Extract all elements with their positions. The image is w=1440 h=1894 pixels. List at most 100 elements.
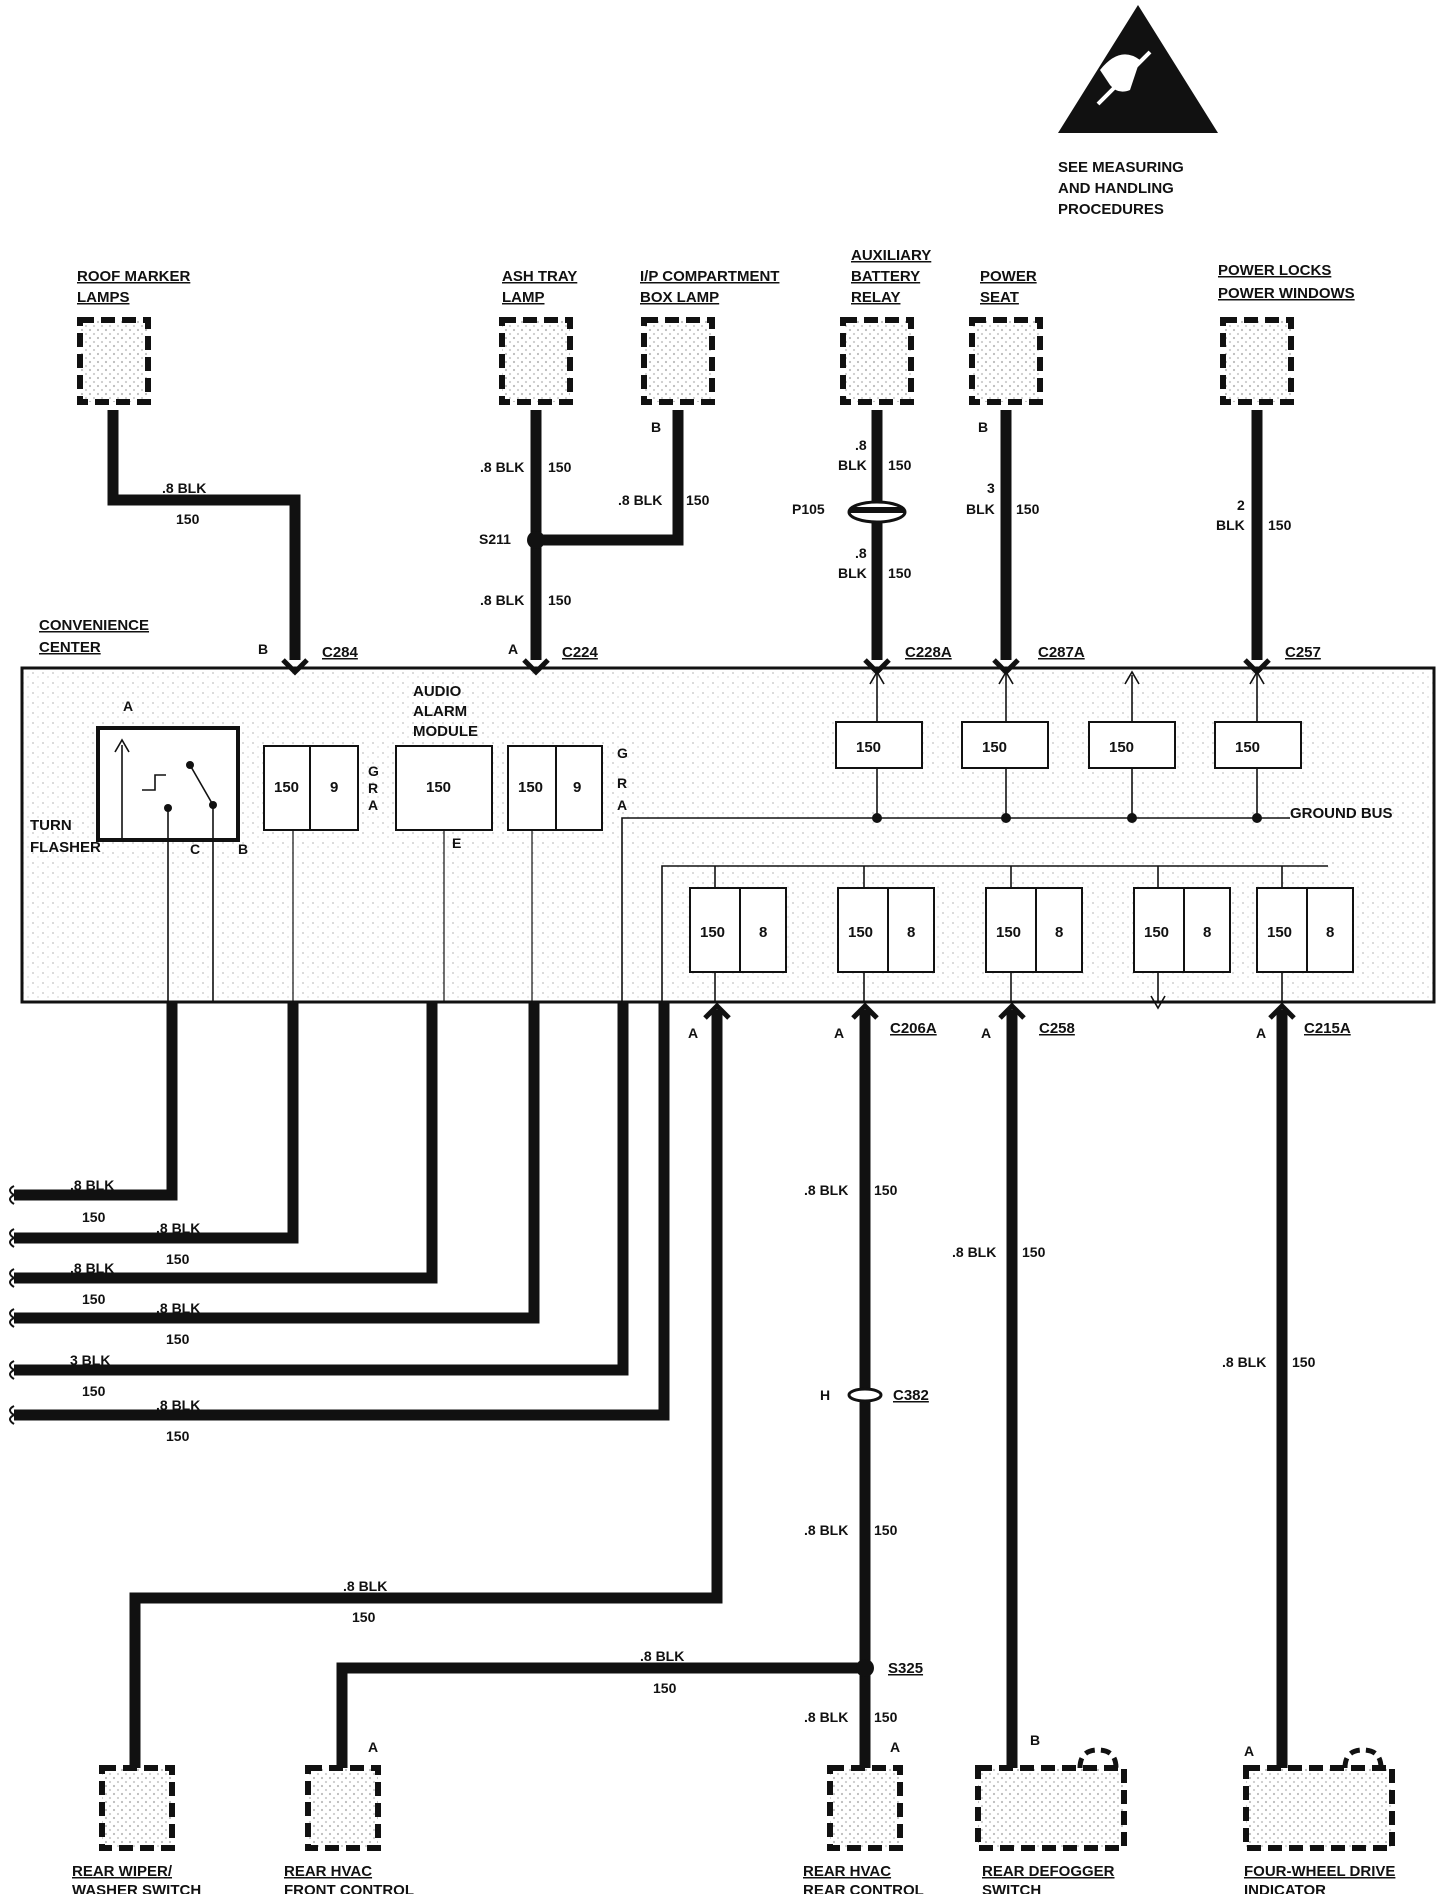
wire-label: .8 BLK [1222,1354,1266,1370]
wire-label: .8 BLK [156,1300,200,1316]
wire-label: 150 [653,1680,677,1696]
cell-label: 8 [1326,924,1334,941]
pin-label: A [617,797,627,813]
convenience-center: A TURN FLASHER C B 150 9 G R A AUDIO ALA… [20,666,1436,1010]
wire-label: .8 BLK [343,1578,387,1594]
audio-alarm-label-2: ALARM [413,703,467,720]
lower-relay-row: 150 8 150 8 150 8 150 8 150 8 [661,865,1354,1010]
pin-label: R [368,780,378,796]
wire-label: .8 BLK [804,1709,848,1725]
wire-label: 150 [166,1331,190,1347]
pin-label: A [1244,1743,1254,1759]
splice-s211 [527,531,545,549]
pin-label: C [190,841,200,857]
turn-flasher-label-1: TURN [30,817,72,834]
ip-box [641,317,715,405]
power-seat-label-1: POWER [980,268,1037,285]
pin-label: G [617,745,628,761]
cell-label: 150 [518,779,543,796]
c215a-label: C215A [1304,1020,1351,1037]
c228a-label: C228A [905,644,952,661]
power-locks-label-2: POWER WINDOWS [1218,285,1355,302]
four-wheel-label-1: FOUR-WHEEL DRIVE [1244,1863,1395,1880]
power-seat-label-2: SEAT [980,289,1019,306]
splice-s325 [856,1659,874,1677]
pin-label: B [258,641,268,657]
esd-line-3: PROCEDURES [1058,201,1164,218]
pin-label: E [452,835,461,851]
aux-box [840,317,914,405]
wire-label: .8 BLK [640,1648,684,1664]
aux-battery-relay: AUXILIARY BATTERY RELAY [840,247,931,405]
convenience-center-label-1: CONVENIENCE [39,617,149,634]
rear-defogger-switch: B REAR DEFOGGER SWITCH [975,1732,1127,1894]
c257-label: C257 [1285,644,1321,661]
pin-label: A [890,1739,900,1755]
rear-hvac-rear-label-1: REAR HVAC [803,1863,891,1880]
top-wires: .8 BLK 150 S211 .8 BLK 150 .8 BLK 150 .8… [107,410,1292,660]
pin-label: A [368,797,378,813]
ip-compartment-lamp: I/P COMPARTMENT BOX LAMP [640,268,779,405]
rear-wiper-label-1: REAR WIPER/ [72,1863,173,1880]
wire-label: 150 [1292,1354,1316,1370]
top-connectors: C284 B C224 A C228A C287A C257 CONVENIEN… [39,617,1321,661]
wire-label: .8 BLK [156,1220,200,1236]
wire-label: 150 [82,1209,106,1225]
cell-label: 150 [856,739,881,756]
wire-label: .8 BLK [952,1244,996,1260]
wire-label: BLK [838,457,867,473]
rear-hvac-front-label-1: REAR HVAC [284,1863,372,1880]
fuse-cell [263,745,311,831]
wire-label: 150 [1022,1244,1046,1260]
wire-label: .8 BLK [156,1397,200,1413]
wire-label: 150 [874,1522,898,1538]
ash-tray-lamp: ASH TRAY LAMP [499,268,577,405]
wire-label: 150 [874,1709,898,1725]
s211-label: S211 [479,531,511,547]
wire-label: .8 BLK [70,1177,114,1193]
rear-hvac-rear-control: A REAR HVAC REAR CONTROL [803,1739,924,1894]
wire-label: BLK [838,565,867,581]
top-chevrons [281,658,1271,676]
cell-label: 150 [1267,924,1292,941]
c284-label: C284 [322,644,359,661]
wire-label: 150 [888,565,912,581]
rear-defogger-label-2: SWITCH [982,1882,1041,1894]
rear-defogger-label-1: REAR DEFOGGER [982,1863,1115,1880]
wire-label: .8 BLK [480,592,524,608]
cell-label: 150 [1144,924,1169,941]
c382-label: C382 [893,1387,929,1404]
lower-wires: .8 BLK 150 A .8 BLK 150 H C382 .8 BLK 15… [129,1010,1316,1770]
wire-label: 3 [987,480,995,496]
power-locks-box [1220,317,1294,405]
pin-label: R [617,775,627,791]
pin-label: A [1256,1025,1266,1041]
wire-label: .8 BLK [804,1182,848,1198]
pin-label: A [834,1025,844,1041]
cell-label: 8 [1203,924,1211,941]
pin-label: A [688,1025,698,1041]
wire-label: .8 BLK [70,1260,114,1276]
wire-label: 150 [166,1428,190,1444]
bottom-chevrons [703,1002,1296,1020]
ground-bus-label: GROUND BUS [1290,805,1393,822]
wire-label: 150 [874,1182,898,1198]
p105-label: P105 [792,501,825,517]
aux-label-2: BATTERY [851,268,920,285]
rear-hvac-front-label-2: FRONT CONTROL [284,1882,414,1894]
cell-label: 150 [1235,739,1260,756]
wire-label: .8 [855,437,867,453]
pin-label: B [238,841,248,857]
cell-label: 8 [907,924,915,941]
rear-wiper-switch: REAR WIPER/ WASHER SWITCH [72,1765,201,1894]
esd-line-1: SEE MEASURING [1058,159,1184,176]
ash-tray-box [499,317,573,405]
wire-label: .8 BLK [480,459,524,475]
c206a-label: C206A [890,1020,937,1037]
cell-label: 150 [848,924,873,941]
wire-label: BLK [1216,517,1245,533]
cell-label: 150 [982,739,1007,756]
c258-label: C258 [1039,1020,1075,1037]
power-seat-box [969,317,1043,405]
